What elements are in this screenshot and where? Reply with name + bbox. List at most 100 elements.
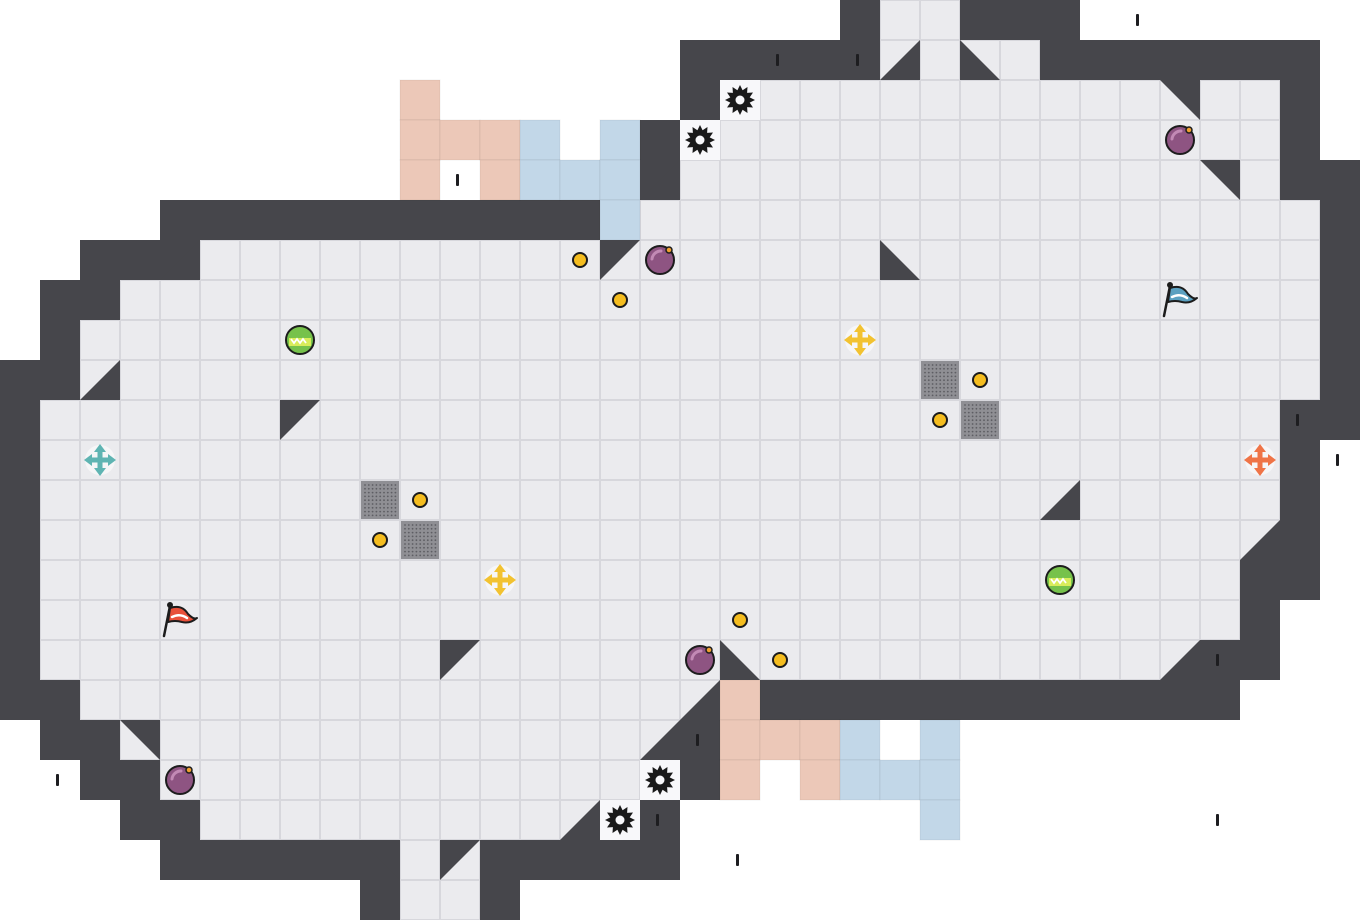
grate-hole (939, 386, 942, 389)
grate-hole (990, 426, 993, 429)
floor-tile (800, 640, 840, 680)
floor-tile (680, 480, 720, 520)
move-cross-teal-icon[interactable] (84, 444, 116, 476)
bomb-fuse (1185, 126, 1193, 134)
colored-block-cell (599, 159, 641, 201)
bomb-icon[interactable] (645, 245, 675, 275)
cross-arrowhead (84, 454, 92, 466)
coin-icon[interactable] (772, 652, 788, 668)
orb-zigzag (290, 337, 307, 345)
bounce-orb-icon[interactable] (1045, 565, 1075, 595)
grate-hole (426, 543, 429, 545)
grate-hole (964, 404, 966, 406)
grate-hole (939, 383, 942, 385)
floor-tile (200, 320, 240, 360)
grate-hole (983, 404, 985, 406)
wall-tile (760, 680, 800, 720)
wall-tile (120, 800, 160, 840)
bomb-shine (1170, 129, 1183, 141)
grate-hole (364, 503, 366, 505)
colored-block (519, 119, 641, 241)
slope-block (1200, 160, 1240, 200)
floor-tile (240, 320, 280, 360)
colored-block (399, 79, 521, 201)
wall-tile (1160, 680, 1200, 720)
floor-tile (1200, 440, 1240, 480)
grate-hole (364, 491, 366, 494)
floor-tile (760, 440, 800, 480)
floor-tile (1040, 600, 1080, 640)
floor-tile (800, 360, 840, 400)
wall-tile (40, 720, 80, 760)
grate-hole (964, 419, 966, 422)
coin-icon[interactable] (932, 412, 948, 428)
grate-hole (943, 390, 945, 393)
floor-tile (760, 360, 800, 400)
grate-hole (931, 386, 934, 389)
grate-hole (364, 510, 366, 513)
grate-hole (939, 379, 942, 382)
flag-icon[interactable] (1162, 282, 1198, 318)
floor-tile (600, 760, 640, 800)
floor-tile (440, 280, 480, 320)
grate-hole (994, 430, 997, 433)
bomb-icon[interactable] (685, 645, 715, 675)
grate-hole (407, 535, 410, 538)
coin-icon[interactable] (612, 292, 628, 308)
grate-hole (967, 407, 970, 410)
grate-hole (390, 499, 393, 502)
floor-tile (200, 360, 240, 400)
grate-hole (386, 499, 389, 502)
grate-hole (367, 487, 370, 490)
floor-tile (920, 520, 960, 560)
floor-tile (600, 480, 640, 520)
colored-block-cell (479, 159, 521, 201)
spike-gear-icon (720, 80, 760, 120)
move-cross-orange-icon[interactable] (1244, 444, 1276, 476)
wall-tile (520, 840, 560, 880)
wall-notch (656, 814, 659, 826)
grate-hole (426, 527, 429, 530)
floor-tile (960, 80, 1000, 120)
move-cross-yellow-icon[interactable] (484, 564, 516, 596)
floor-tile (160, 720, 200, 760)
coin-icon[interactable] (732, 612, 748, 628)
coin-icon[interactable] (972, 372, 988, 388)
coin-icon[interactable] (372, 532, 388, 548)
grate-hole (394, 484, 397, 486)
floor-tile (240, 280, 280, 320)
bounce-orb-icon[interactable] (285, 325, 315, 355)
floor-tile (1160, 560, 1200, 600)
move-cross-yellow-icon[interactable] (844, 324, 876, 356)
wall-tile (160, 840, 200, 880)
bomb-icon[interactable] (165, 765, 195, 795)
floor-tile (280, 600, 320, 640)
floor-tile (480, 600, 520, 640)
grate-hole (950, 394, 953, 397)
cross-arrowhead (508, 574, 516, 586)
grate-hole (383, 484, 385, 486)
coin-icon[interactable] (412, 492, 428, 508)
floor-tile (1080, 480, 1120, 520)
floor-tile (440, 320, 480, 360)
grate-hole (931, 394, 934, 397)
grate-hole (411, 524, 414, 526)
grate-hole (390, 510, 393, 513)
wall-tile (1280, 80, 1320, 120)
grate-hole (419, 535, 422, 538)
wall-tile (280, 840, 320, 880)
bomb-icon[interactable] (1165, 125, 1195, 155)
floor-tile (40, 520, 80, 560)
grate-hole (404, 543, 406, 545)
colored-block-cell (399, 79, 441, 121)
floor-tile (600, 560, 640, 600)
floor-tile (800, 440, 840, 480)
grate-hole (990, 419, 993, 422)
coin-icon[interactable] (572, 252, 588, 268)
floor-tile (840, 400, 880, 440)
flag-icon[interactable] (162, 602, 198, 638)
wall-tile (1320, 400, 1360, 440)
floor-tile (840, 160, 880, 200)
colored-block-cell (879, 759, 921, 801)
